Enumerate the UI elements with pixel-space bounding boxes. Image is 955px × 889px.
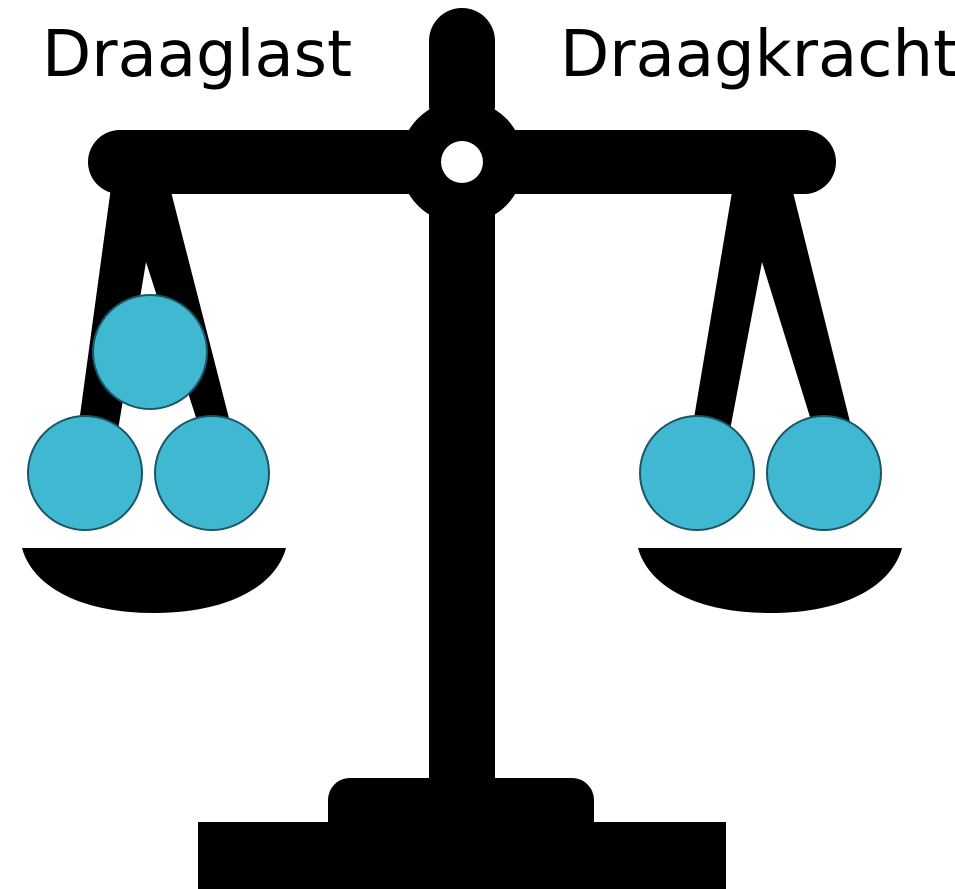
scale-base <box>198 822 726 889</box>
left-pan <box>22 548 286 613</box>
left-ball <box>28 416 142 530</box>
left-ball <box>155 416 269 530</box>
right-ball <box>767 416 881 530</box>
left-ball <box>93 295 207 409</box>
right-pan-balls <box>640 416 881 530</box>
left-pan-balls <box>28 295 269 530</box>
right-ball <box>640 416 754 530</box>
balance-scale-icon <box>22 8 902 889</box>
scale-pivot-hole <box>441 141 483 183</box>
label-draagkracht: Draagkracht <box>560 18 955 92</box>
right-pan-strings <box>692 180 852 430</box>
label-draaglast: Draaglast <box>42 18 352 92</box>
right-pan <box>638 548 902 613</box>
